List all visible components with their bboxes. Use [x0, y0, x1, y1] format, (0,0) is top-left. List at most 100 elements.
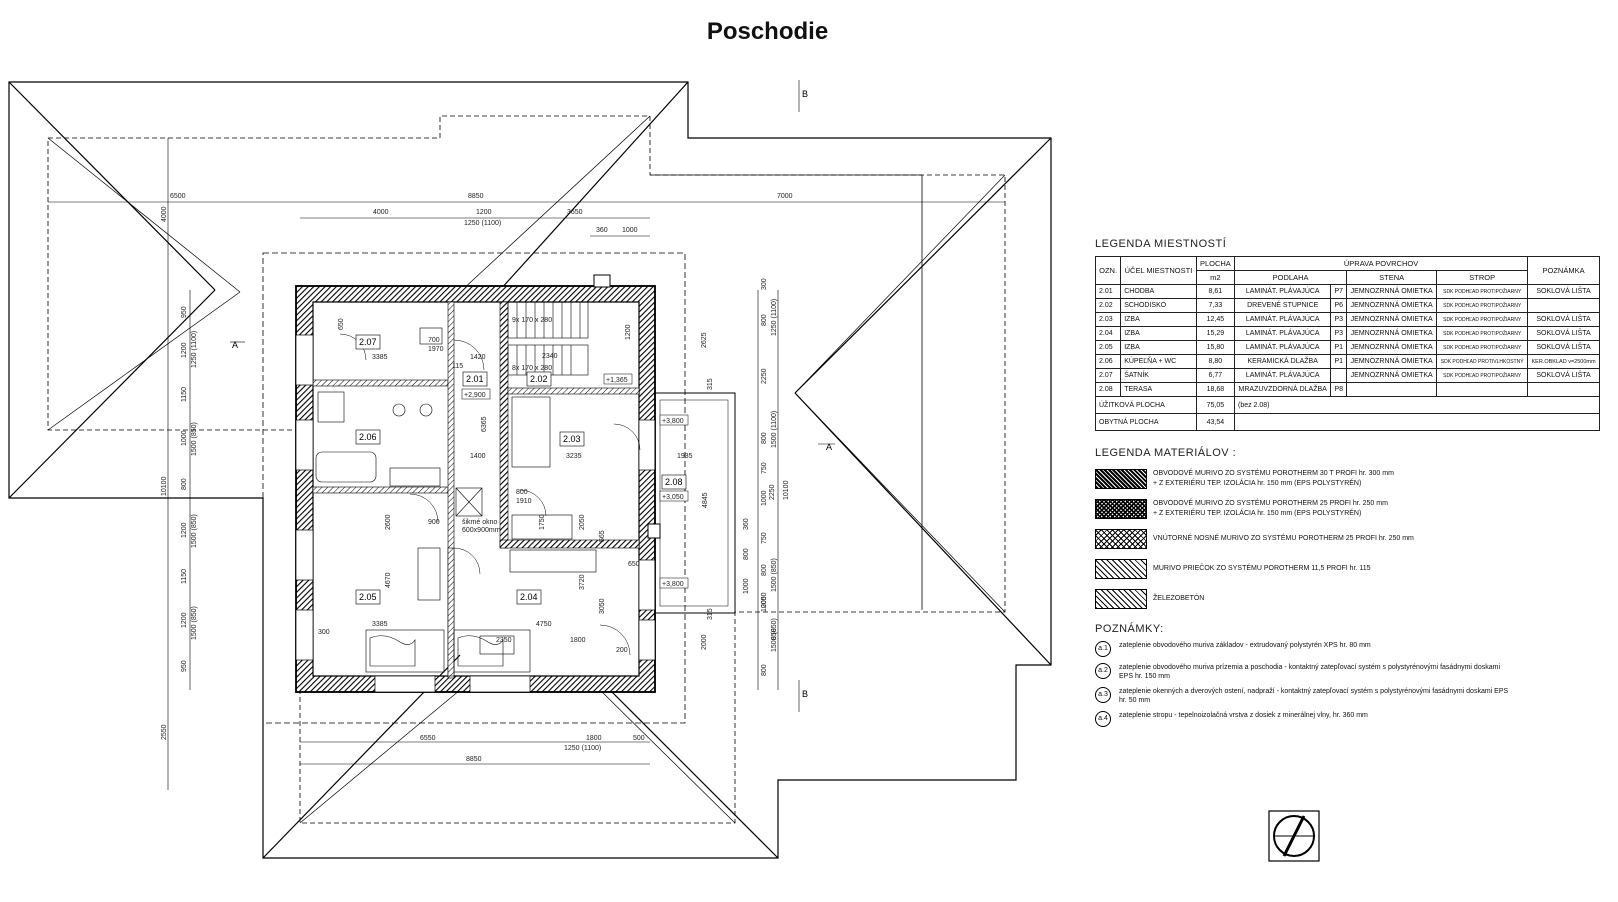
misc-label: šikmé okno: [462, 519, 498, 526]
cell: LAMINÁT. PLÁVAJÚCA: [1233, 340, 1332, 355]
dim-label: 1200: [181, 342, 188, 358]
col-header: POZNÁMKA: [1527, 256, 1600, 285]
dim-label: 6500: [170, 193, 186, 200]
legend-panel: LEGENDA MIESTNOSTÍ OZN. ÚČEL MIESTNOSTI …: [1094, 238, 1610, 727]
dim-label: 1500 (850): [771, 558, 778, 592]
dim-label: 1420: [470, 354, 486, 361]
dim-label: 1250 (1100): [464, 220, 501, 227]
cell: P3: [1330, 312, 1348, 327]
cell: 8,61: [1195, 284, 1236, 299]
cell: 43,54: [1195, 413, 1236, 431]
cell: [1330, 368, 1348, 383]
materials-legend-title: LEGENDA MATERIÁLOV :: [1095, 447, 1237, 459]
cell: 2.02: [1094, 298, 1122, 313]
note-id: a.2: [1095, 663, 1111, 679]
note-id: a.1: [1095, 641, 1111, 657]
cell: KÚPEĽŇA + WC: [1120, 354, 1197, 369]
dim-label: 1250 (1100): [191, 331, 198, 368]
dim-label: 1250 (1100): [771, 299, 778, 336]
cell: JEMNOZRNNÁ OMIETKA: [1346, 340, 1438, 355]
dim-label: 1500 (1100): [771, 411, 778, 448]
col-header: OZN.: [1094, 256, 1122, 285]
cell: CHODBA: [1120, 284, 1197, 299]
cell: SDK PODHĽAD PROTIVLHKOSTNÝ: [1436, 354, 1529, 369]
dim-label: 2000: [701, 634, 708, 650]
cell: 2.05: [1094, 340, 1122, 355]
material-swatch: [1095, 469, 1147, 489]
dim-label: 1500 (850): [771, 618, 778, 652]
cell: KERAMICKÁ DLAŽBA: [1233, 354, 1332, 369]
room-label: 2.07: [359, 337, 377, 347]
dim-label: 6365: [481, 416, 488, 432]
room-label: 2.03: [563, 434, 581, 444]
note-text: zateplenie obvodového muriva prízemia a …: [1119, 664, 1501, 680]
dim-label: 2250: [769, 484, 776, 500]
dim-label: 1400: [470, 453, 486, 460]
section-mark: A: [232, 340, 238, 350]
cell: [1234, 413, 1600, 431]
building-walls: [295, 274, 736, 693]
dim-label: 4670: [385, 572, 392, 588]
cell: 2.08: [1094, 382, 1122, 397]
material-item: OBVODOVÉ MURIVO ZO SYSTÉMU POROTHERM 30 …: [1095, 469, 1610, 489]
dim-label: 7000: [777, 193, 793, 200]
cell: (bez 2.08): [1234, 396, 1600, 414]
dim-label: 4000: [373, 209, 389, 216]
cell: OBYTNÁ PLOCHA: [1095, 413, 1197, 431]
dim-label: 2600: [385, 514, 392, 530]
dim-label: 200: [616, 647, 628, 654]
col-header: STENA: [1346, 270, 1438, 285]
dimensions-top: 6500 8850 7000 4000 1200 3650 1250 (1100…: [170, 193, 793, 234]
dim-label: 1200: [181, 522, 188, 538]
room-label: 2.02: [530, 374, 548, 384]
dim-label: 850: [771, 628, 778, 640]
dim-label: 950: [181, 660, 188, 672]
dim-label: 1200: [625, 324, 632, 340]
dim-label: 3720: [579, 574, 586, 590]
room-label: 2.08: [665, 477, 683, 487]
col-header: PODLAHA: [1233, 270, 1348, 285]
col-header: m2: [1195, 270, 1236, 285]
table-summary-row: OBYTNÁ PLOCHA 43,54: [1095, 413, 1600, 431]
col-header: PLOCHA: [1195, 256, 1236, 271]
level-mark: +3,800: [662, 418, 684, 425]
cell: 2.01: [1094, 284, 1122, 299]
dim-label: 1935: [677, 453, 693, 460]
cell: 2.07: [1094, 368, 1122, 383]
cell: LAMINÁT. PLÁVAJÚCA: [1233, 284, 1332, 299]
note-text: zateplenie stropu - tepelnoizolačná vrst…: [1119, 712, 1368, 719]
cell: TERASA: [1120, 382, 1197, 397]
table-row: 2.04 IZBA 15,29 LAMINÁT. PLÁVAJÚCA P3 JE…: [1094, 326, 1600, 341]
dim-label: 1970: [428, 346, 444, 353]
section-mark: A: [826, 442, 832, 452]
cell: 18,68: [1195, 382, 1236, 397]
cell: [1346, 382, 1438, 397]
dimensions-inner: 3385 1420 2340 3235 1400 1935 4845 4670 …: [318, 318, 709, 654]
table-row: 2.02 SCHODISKO 7,33 DREVENÉ STUPNICE P6 …: [1094, 298, 1600, 313]
cell: 7,33: [1195, 298, 1236, 313]
rooms-table: OZN. ÚČEL MIESTNOSTI PLOCHA ÚPRAVA POVRC…: [1094, 256, 1600, 431]
dim-label: 1800: [570, 637, 586, 644]
material-item: OBVODOVÉ MURIVO ZO SYSTÉMU POROTHERM 25 …: [1095, 499, 1610, 519]
cell: P3: [1330, 326, 1348, 341]
dim-label: 2250: [761, 368, 768, 384]
cell: 75,05: [1195, 396, 1236, 414]
dim-label: 565: [599, 530, 606, 542]
material-text: OBVODOVÉ MURIVO ZO SYSTÉMU POROTHERM 30 …: [1153, 470, 1394, 487]
dim-label: 360: [596, 227, 608, 234]
dim-label: 3385: [372, 354, 388, 361]
dim-label: 1150: [181, 387, 188, 402]
dim-label: 300: [761, 278, 768, 290]
material-item: MURIVO PRIEČOK ZO SYSTÉMU POROTHERM 11,5…: [1095, 559, 1610, 579]
dim-label: 800: [516, 489, 528, 496]
cell: SDK PODHĽAD PROTIPOŽIARNY: [1436, 368, 1529, 383]
col-header: ÚČEL MIESTNOSTI: [1120, 256, 1197, 285]
dim-label: 800: [181, 478, 188, 490]
cell: IZBA: [1120, 326, 1197, 341]
material-text: VNÚTORNÉ NOSNÉ MURIVO ZO SYSTÉMU POROTHE…: [1153, 535, 1414, 542]
cell: SOKLOVÁ LIŠTA: [1527, 312, 1600, 327]
dim-label: 10100: [161, 476, 168, 496]
dim-label: 3235: [566, 453, 582, 460]
dim-label: 3050: [599, 598, 606, 614]
dim-label: 700: [428, 337, 440, 344]
